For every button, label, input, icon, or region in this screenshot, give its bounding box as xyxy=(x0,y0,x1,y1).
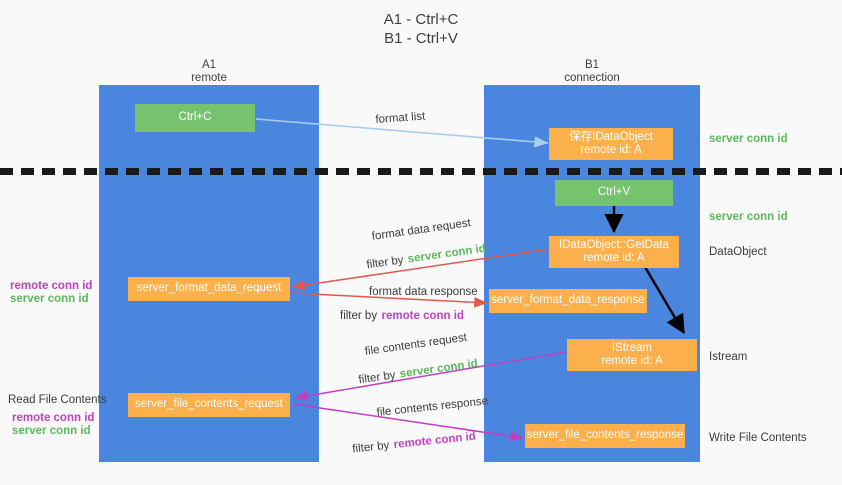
column-header-a1-name: A1 xyxy=(201,59,217,71)
arrow-label-format-data-request: format data request xyxy=(371,217,472,243)
right-label-write-file-contents: Write File Contents xyxy=(709,432,807,444)
filter-value-remote-conn-id: remote conn id xyxy=(381,310,464,322)
column-header-a1-sub: remote xyxy=(191,72,227,84)
box-server-file-contents-response: server_file_contents_response xyxy=(525,424,685,448)
box-server-file-contents-response-label: server_file_contents_response xyxy=(526,429,684,442)
box-server-format-data-request: server_format_data_request xyxy=(128,277,290,301)
filter-value-server-conn-id: server conn id xyxy=(407,242,487,266)
box-ctrl-c-label: Ctrl+C xyxy=(178,111,212,124)
filter-prefix: filter by xyxy=(365,254,405,272)
box-istream: IStream remote id: A xyxy=(567,339,697,371)
box-server-file-contents-request: server_file_contents_request xyxy=(128,393,290,417)
right-label-dataobject: DataObject xyxy=(709,246,767,258)
box-idataobject-getdata-line1: IDataObject::GetData xyxy=(559,238,669,251)
column-header-b1-sub: connection xyxy=(564,72,620,84)
column-header-a1: A1 remote xyxy=(99,59,319,85)
title-line-2: B1 - Ctrl+V xyxy=(384,30,458,47)
box-ctrl-v: Ctrl+V xyxy=(555,180,673,206)
box-server-file-contents-request-label: server_file_contents_request xyxy=(135,398,283,411)
arrow-label-file-contents-response: file contents response xyxy=(376,395,489,419)
box-save-idataobject-line2: remote id: A xyxy=(580,144,642,156)
box-ctrl-c: Ctrl+C xyxy=(135,104,255,132)
filter-prefix: filter by xyxy=(357,369,397,387)
left-label-server-conn-id-1: server conn id xyxy=(10,293,89,305)
filter-prefix: filter by xyxy=(351,439,390,456)
left-label-server-conn-id-2: server conn id xyxy=(12,425,91,437)
arrow-label-file-contents-request-filter: filter by server conn id xyxy=(357,354,479,389)
box-idataobject-getdata-line2: remote id: A xyxy=(583,252,645,264)
left-label-read-file-contents: Read File Contents xyxy=(8,394,107,406)
box-server-format-data-response: server_format_data_response xyxy=(489,289,647,313)
filter-prefix: filter by xyxy=(340,310,378,322)
box-server-format-data-response-label: server_format_data_response xyxy=(491,294,645,307)
box-idataobject-getdata: IDataObject::GetData remote id: A xyxy=(549,236,679,268)
filter-value-server-conn-id: server conn id xyxy=(399,357,479,381)
box-istream-line2: remote id: A xyxy=(601,355,663,367)
right-label-server-conn-id-2: server conn id xyxy=(709,211,788,223)
box-ctrl-v-label: Ctrl+V xyxy=(597,186,631,199)
left-label-remote-conn-id-2: remote conn id xyxy=(12,412,95,424)
box-server-format-data-request-label: server_format_data_request xyxy=(136,282,282,295)
box-save-idataobject-line1: 保存IDataObject xyxy=(569,130,653,143)
arrow-label-format-data-response: format data response xyxy=(369,286,478,298)
column-header-b1: B1 connection xyxy=(484,59,700,85)
column-header-b1-name: B1 xyxy=(584,59,600,71)
left-label-remote-conn-id-1: remote conn id xyxy=(10,280,93,292)
page-title: A1 - Ctrl+C B1 - Ctrl+V xyxy=(0,10,842,48)
phase-separator-dashed-line xyxy=(0,168,842,175)
title-line-1: A1 - Ctrl+C xyxy=(383,11,459,28)
right-label-server-conn-id-1: server conn id xyxy=(709,133,788,145)
box-save-idataobject: 保存IDataObject remote id: A xyxy=(549,128,673,160)
arrow-label-file-contents-request: file contents request xyxy=(364,331,468,358)
box-istream-line1: IStream xyxy=(611,341,653,354)
arrow-label-format-list: format list xyxy=(375,110,426,126)
right-label-istream: Istream xyxy=(709,351,748,363)
arrow-label-format-data-request-filter: filter by server conn id xyxy=(365,239,487,274)
arrow-label-format-data-response-filter: filter by remote conn id xyxy=(340,306,464,324)
arrow-label-file-contents-response-filter: filter by remote conn id xyxy=(351,427,477,458)
filter-value-remote-conn-id: remote conn id xyxy=(393,430,477,452)
